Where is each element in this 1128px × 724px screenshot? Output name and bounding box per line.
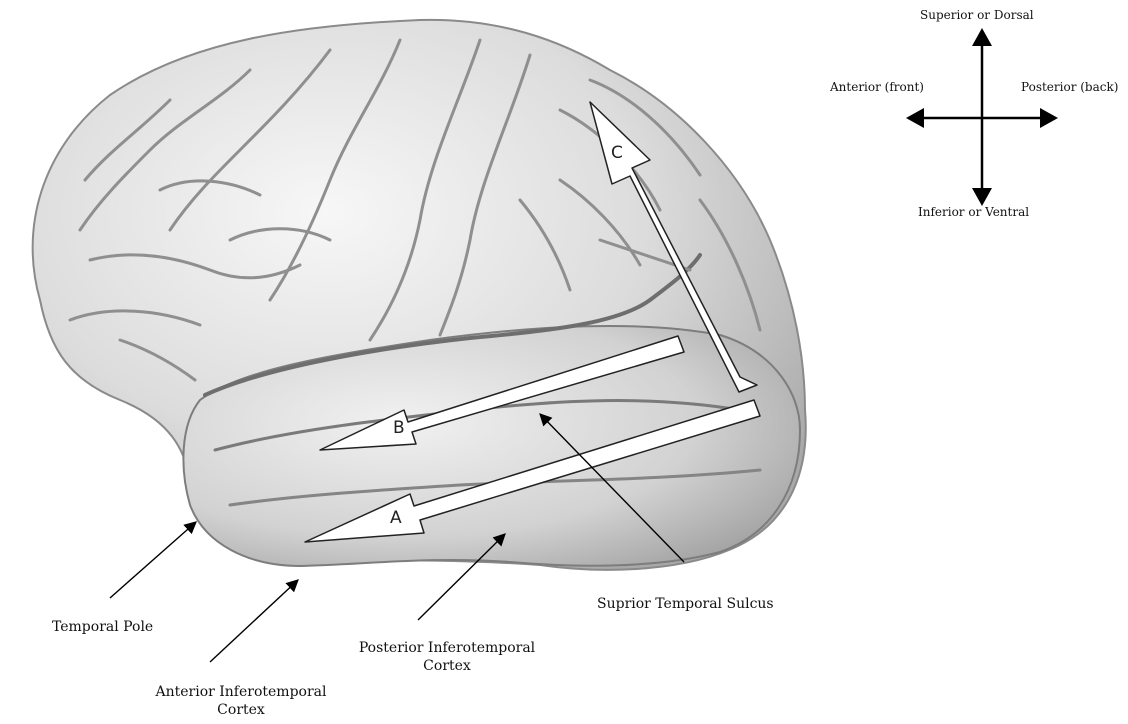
pointer-anterior-it [210,580,298,662]
compass-left-head [906,108,924,128]
arrow-a-label: A [390,508,402,528]
sts-label: Suprior Temporal Sulcus [597,596,774,614]
temporal-pole-label: Temporal Pole [52,619,153,637]
posterior-it-label: Posterior Inferotemporal Cortex [344,640,550,675]
arrow-b-label: B [393,418,405,438]
posterior-it-line1: Posterior Inferotemporal [344,640,550,658]
anterior-it-label: Anterior Inferotemporal Cortex [138,684,344,719]
compass-down-head [972,188,992,206]
compass-up-head [972,28,992,46]
pointer-temporal-pole [110,522,196,598]
anterior-it-line2: Cortex [138,702,344,720]
compass-superior-label: Superior or Dorsal [920,8,1034,23]
anterior-it-line1: Anterior Inferotemporal [138,684,344,702]
compass-right-head [1040,108,1058,128]
posterior-it-line2: Cortex [344,658,550,676]
arrow-c-label: C [611,143,623,163]
compass-posterior-label: Posterior (back) [1021,80,1118,95]
compass-anterior-label: Anterior (front) [830,80,924,95]
orientation-compass [916,40,1050,196]
compass-inferior-label: Inferior or Ventral [918,205,1029,220]
